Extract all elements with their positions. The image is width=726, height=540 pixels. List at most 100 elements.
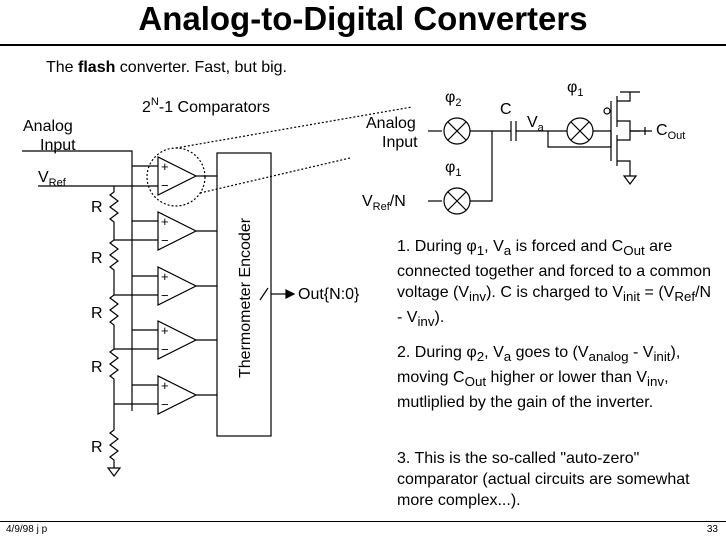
phi2-label: φ2 <box>445 89 462 109</box>
comp3-plus: + <box>161 269 169 284</box>
comp3-minus: − <box>161 288 169 303</box>
phi1t-main: φ <box>567 79 577 96</box>
note1-t13: Ref <box>674 289 696 305</box>
note1-t5: a <box>503 243 512 259</box>
vref-label: VRef <box>38 169 67 189</box>
resistor-label-2: R <box>91 250 103 267</box>
phi1-label-top: φ1 <box>567 79 584 99</box>
note2-t7: analog <box>588 349 629 365</box>
note1-t8: are connected together and forced to a c… <box>397 238 711 302</box>
phi1-label-bottom: φ1 <box>445 159 462 179</box>
note2-t3: 2 <box>476 349 485 365</box>
capacitor-c <box>510 121 517 141</box>
note2-t11: Out <box>464 374 487 390</box>
comparators-post: -1 Comparators <box>159 99 270 116</box>
note2-t6: goes to (V <box>511 344 589 361</box>
comparator-1 <box>157 156 198 196</box>
resistor-label-3: R <box>91 305 103 322</box>
note1-t15: inv <box>417 314 435 330</box>
vrefn-main: V <box>362 193 373 210</box>
comparator-4 <box>157 320 198 360</box>
cout-main: C <box>656 122 668 139</box>
subtitle-bold: flash <box>78 59 116 76</box>
comp2-minus: − <box>161 233 169 248</box>
note-2: 2. During φ2, Va goes to (Vanalog - Vini… <box>397 342 717 413</box>
note2-t9: init <box>653 349 671 365</box>
note2-t1: 2. During <box>397 344 467 361</box>
note1-t12: = (V <box>640 284 675 302</box>
zoom-circle <box>146 147 206 207</box>
title-divider <box>0 44 726 46</box>
note1-t4: , V <box>484 238 504 255</box>
subtitle-pre: The <box>46 59 79 76</box>
note1-t2: φ <box>466 238 477 255</box>
va-sub: a <box>538 122 545 134</box>
note-3: 3. This is the so-called "auto-zero" com… <box>397 450 690 509</box>
comparator-3 <box>157 266 198 306</box>
note1-t7: Out <box>623 243 645 259</box>
comparators-label: 2N-1 Comparators <box>142 96 270 116</box>
note1-t1: 1. During <box>397 238 467 255</box>
note2-t12: higher or lower than V <box>486 369 648 387</box>
resistor-label-5: R <box>91 439 103 456</box>
comparators-pre: 2 <box>142 99 151 116</box>
phi2-sub: 2 <box>455 97 461 109</box>
cout-sub: Out <box>668 130 686 142</box>
zoom-leader-bottom <box>199 157 351 194</box>
output-label: Out{N:0} <box>298 286 360 303</box>
note2-t2: φ <box>466 344 477 361</box>
resistor-label-4: R <box>91 359 103 376</box>
note2-t14: , mutliplied by the gain of the inverter… <box>397 369 669 412</box>
phi1b-main: φ <box>445 159 455 176</box>
comparator-2 <box>157 211 198 251</box>
note2-t13: inv <box>647 374 665 390</box>
va-label: Va <box>527 114 545 134</box>
encoder-label: Thermometer Encoder <box>237 217 254 378</box>
az-analog-input-label-1: Analog <box>366 115 416 132</box>
slide-title: Analog-to-Digital Converters <box>138 0 588 37</box>
comp5-plus: + <box>161 378 169 393</box>
comp5-minus: − <box>161 397 169 412</box>
phi1b-sub: 1 <box>455 167 461 179</box>
cout-label: COut <box>656 122 685 142</box>
analog-input-bus <box>22 150 133 411</box>
vref-sub: Ref <box>49 177 67 189</box>
footer-left: 4/9/98 j p <box>6 524 48 535</box>
footer-right: 33 <box>706 524 718 535</box>
vrefn-sub: Ref <box>373 201 391 213</box>
comparators-sup: N <box>151 96 159 108</box>
subtitle-post: converter. Fast, but big. <box>115 59 287 76</box>
vrefn-post: /N <box>390 193 406 210</box>
vref-n-label: VRef/N <box>362 193 406 213</box>
comp1-minus: − <box>161 178 169 193</box>
note1-t3: 1 <box>476 243 485 259</box>
note1-t11: init <box>623 289 641 305</box>
vref-main: V <box>38 169 49 186</box>
note1-t10: ). C is charged to V <box>486 284 624 302</box>
note1-t16: ). <box>434 309 445 327</box>
comp4-minus: − <box>161 342 169 357</box>
note1-t6: is forced and C <box>511 238 624 255</box>
note-1: 1. During φ1, Va is forced and COut are … <box>397 236 717 333</box>
phi2-main: φ <box>445 89 455 106</box>
az-analog-input-label-2: Input <box>382 134 418 151</box>
slide-subtitle: The flash converter. Fast, but big. <box>46 59 287 77</box>
note2-t8: - V <box>628 344 654 361</box>
resistor-ladder <box>109 186 119 468</box>
analog-input-label-2: Input <box>40 137 76 154</box>
note2-t10: ), moving C <box>397 344 681 387</box>
phi1t-sub: 1 <box>577 87 583 99</box>
inverter-ground <box>622 175 638 185</box>
comp1-plus: + <box>161 159 169 174</box>
comp2-plus: + <box>161 214 169 229</box>
note1-t14: /N - V <box>397 284 712 327</box>
note2-t5: a <box>503 349 512 365</box>
capacitor-label: C <box>500 101 512 118</box>
comp4-plus: + <box>161 323 169 338</box>
note1-t9: inv <box>469 289 487 305</box>
comparator-5 <box>157 375 198 415</box>
va-main: V <box>527 114 538 131</box>
analog-input-label-1: Analog <box>23 118 73 135</box>
ladder-ground <box>106 467 122 477</box>
